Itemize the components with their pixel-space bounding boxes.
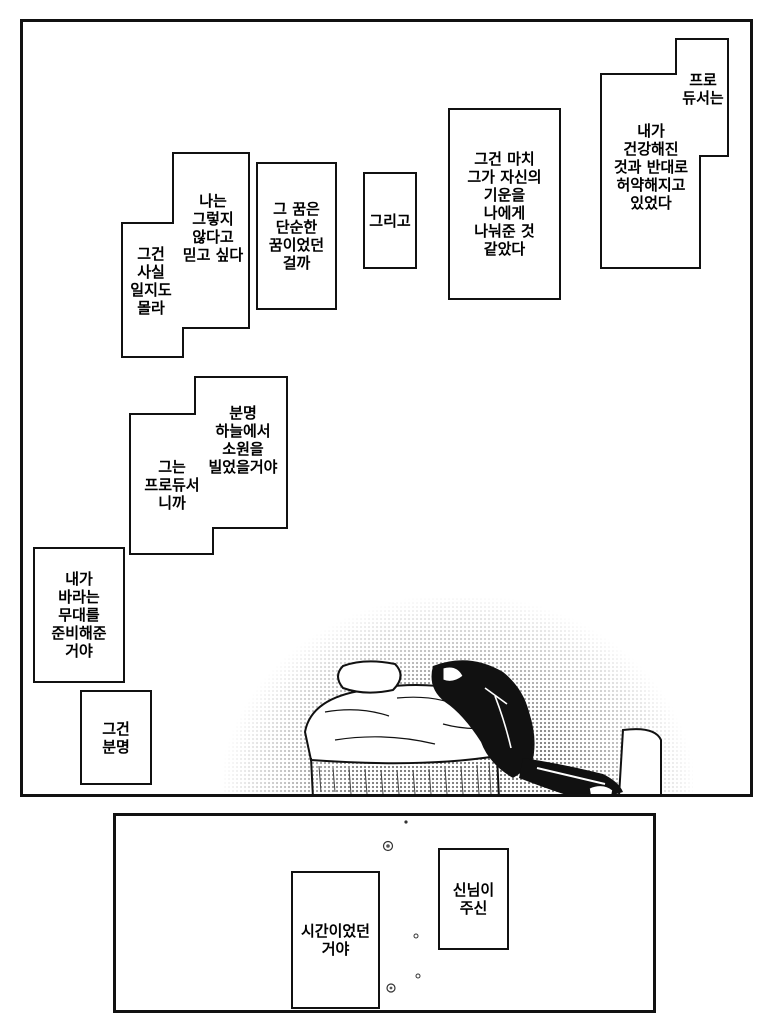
comic-panel-1: 그건 사실 일지도 몰라 나는 그렇지 않다고 믿고 싶다 그 꿈은 단순한 꿈… [20,19,753,797]
bubble-text-producer-is: 그는 프로듀서 니까 [144,458,200,512]
speech-bubble-and: 그리고 [363,172,417,269]
bubble-text-wished: 분명 하늘에서 소원을 빌었을거야 [208,404,278,476]
speech-bubble-time: 시간이었던 거야 [291,871,380,1009]
bubble-outline [129,376,288,555]
bubble-text-weakening: 내가 건강해진 것과 반대로 허약해지고 있었다 [613,122,689,212]
bubble-outline [600,38,729,269]
speech-bubble-belief: 그건 사실 일지도 몰라 나는 그렇지 않다고 믿고 싶다 [121,152,251,359]
speech-bubble-weakening: 프로 듀서는 내가 건강해진 것과 반대로 허약해지고 있었다 [600,38,730,270]
speech-bubble-surely: 그건 분명 [80,690,152,785]
bubble-outline [121,152,250,358]
bubble-text-want-to-believe: 나는 그렇지 않다고 믿고 싶다 [182,192,244,264]
speech-bubble-dream: 그 꿈은 단순한 꿈이었던 걸까 [256,162,337,310]
speech-bubble-stage: 내가 바라는 무대를 준비해준 거야 [33,547,125,683]
bubble-text-producer: 프로 듀서는 [682,71,724,107]
sleeping-producer-illustration [303,660,662,794]
bubble-text-maybe-true: 그건 사실 일지도 몰라 [130,245,172,317]
floating-sparkles [382,820,421,993]
speech-bubble-energy: 그건 마치 그가 자신의 기운을 나에게 나눠준 것 같았다 [448,108,561,300]
speech-bubble-god-given: 신님이 주신 [438,848,509,950]
comic-panel-2: 시간이었던 거야 신님이 주신 [113,813,656,1013]
speech-bubble-wish: 분명 하늘에서 소원을 빌었을거야 그는 프로듀서 니까 [129,376,289,556]
